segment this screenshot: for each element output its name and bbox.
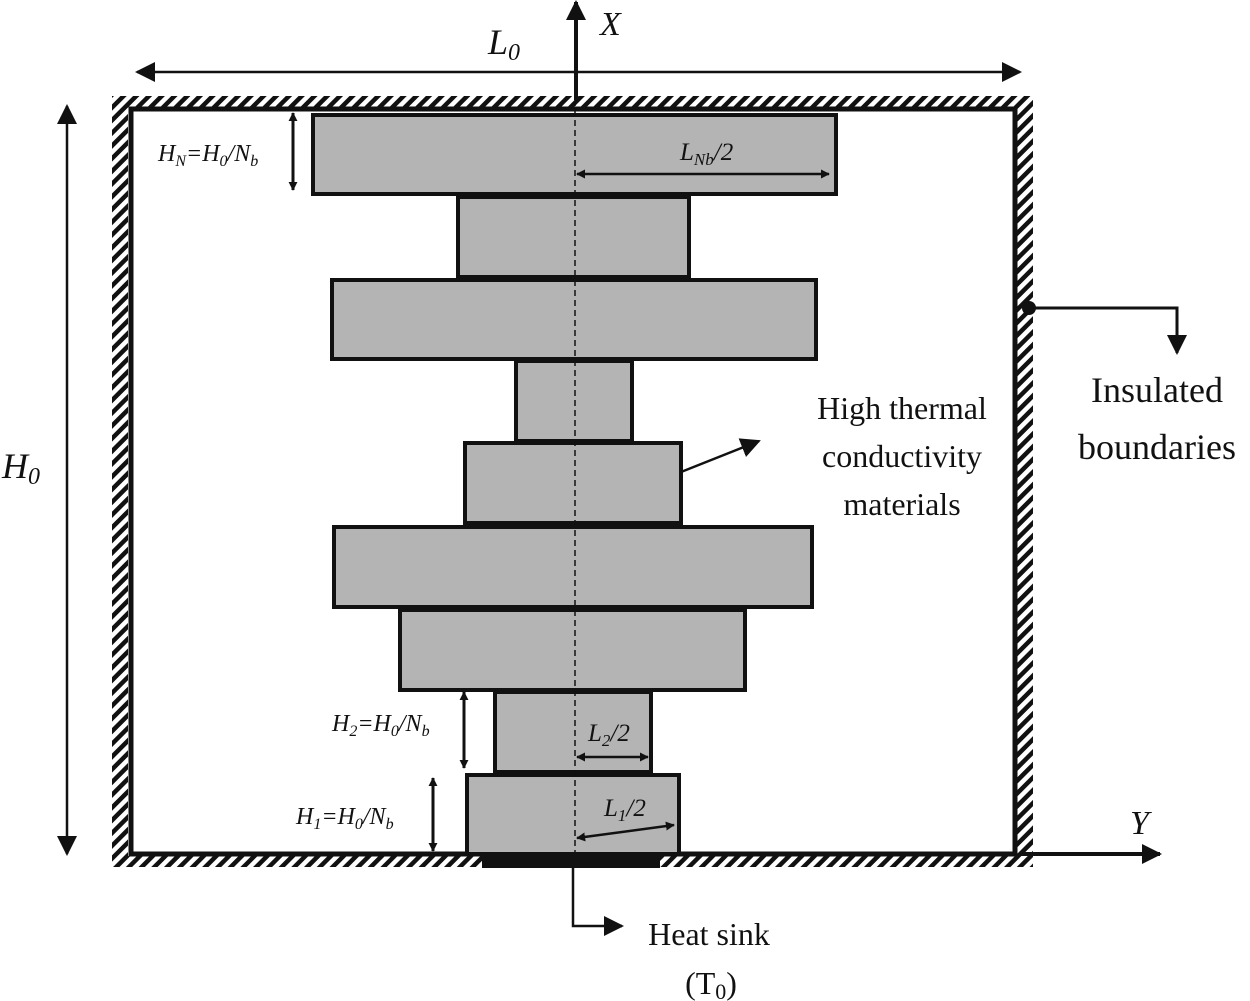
- materials-pointer-arrow: [680, 438, 761, 474]
- block-3: [398, 608, 747, 692]
- l2-label: L2/2: [587, 720, 630, 750]
- insulated-label-line1: Insulated: [1091, 370, 1223, 410]
- y-axis-label: Y: [1130, 805, 1152, 842]
- l1-dimension-arrow: [576, 821, 675, 842]
- materials-label-line3: materials: [843, 486, 960, 522]
- lnb-label: LNb/2: [679, 139, 733, 169]
- hn-label: HN=H0/Nb: [157, 141, 258, 170]
- insulated-label-line2: boundaries: [1078, 427, 1236, 467]
- l0-label: L0: [487, 22, 520, 66]
- h0-label: H0: [1, 446, 40, 490]
- h1-label: H1=H0/Nb: [295, 804, 394, 833]
- heat-sink-temperature: (T0): [685, 965, 737, 1001]
- block-6: [514, 359, 634, 443]
- right-wall-hatch: [1017, 96, 1033, 866]
- heat-sink-label: Heat sink: [648, 916, 770, 952]
- block-5: [463, 441, 683, 525]
- left-wall-hatch: [112, 96, 128, 866]
- block-8: [456, 195, 691, 279]
- insulated-pointer-arrow: [1029, 306, 1187, 355]
- block-4: [332, 525, 814, 609]
- l1-label: L1/2: [603, 795, 646, 825]
- x-axis-label: X: [598, 6, 622, 43]
- h2-label: H2=H0/Nb: [331, 711, 430, 740]
- heat-sink-strip: [482, 854, 660, 868]
- materials-label-line1: High thermal: [817, 390, 987, 426]
- top-wall-hatch: [112, 96, 1033, 109]
- block-1: [465, 773, 681, 856]
- materials-label-line2: conductivity: [822, 438, 982, 474]
- heat-sink-pointer-arrow: [571, 868, 624, 936]
- block-7: [330, 278, 818, 361]
